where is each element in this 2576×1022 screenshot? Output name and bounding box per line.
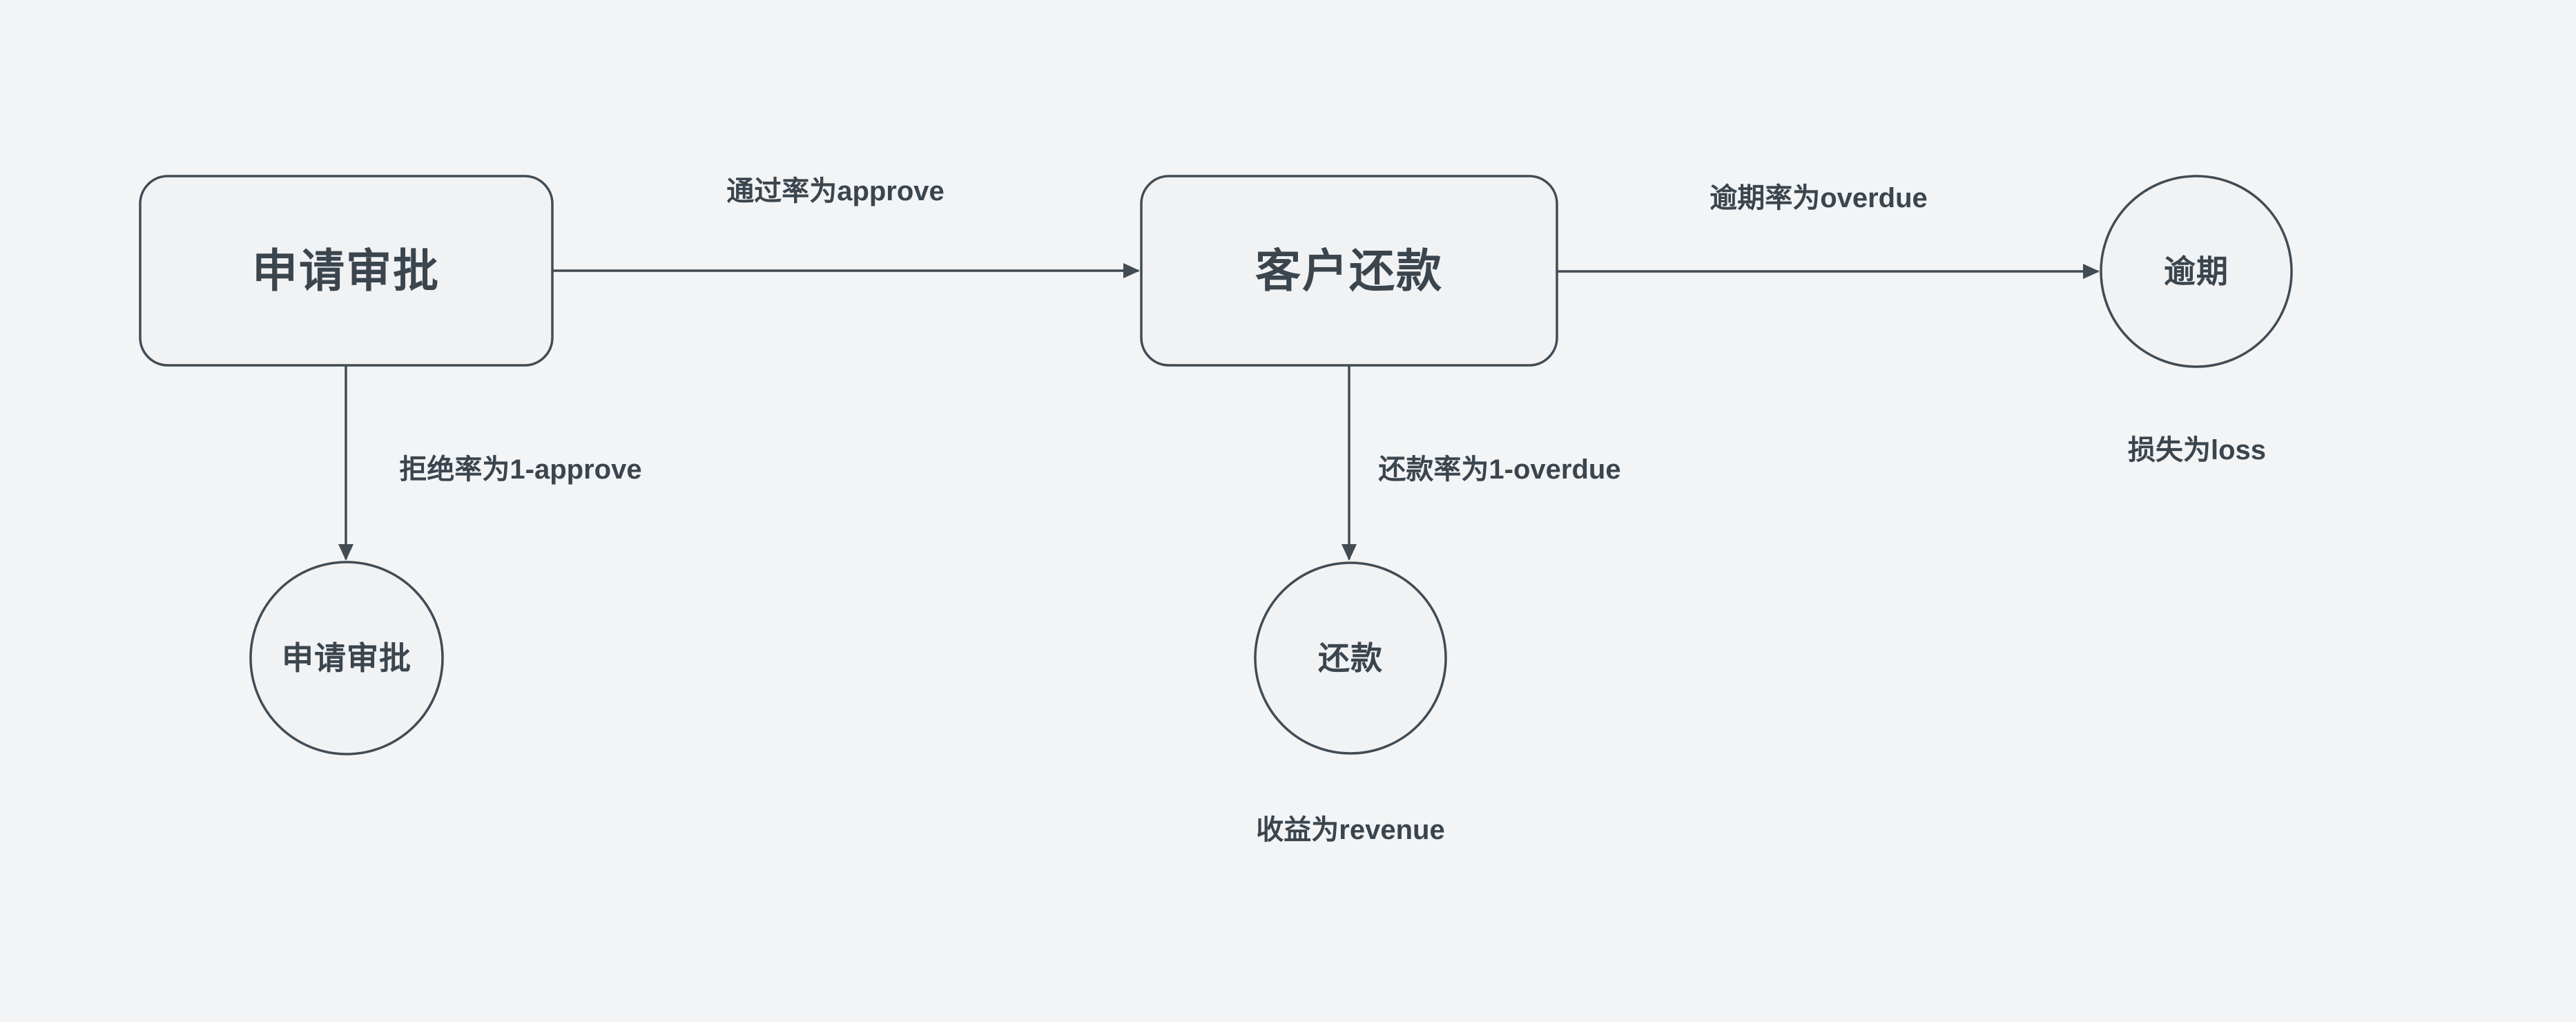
loss-annotation[interactable]: 损失为loss: [2127, 435, 2267, 465]
rejected-circle-shape[interactable]: [249, 561, 444, 755]
revenue-annotation[interactable]: 收益为revenue: [1256, 815, 1445, 845]
repaid-circle-label: 还款: [1318, 640, 1383, 676]
approval-box-label: 申请审批: [252, 245, 440, 296]
repaid-circle-shape[interactable]: [1254, 561, 1447, 755]
approval-box-shape[interactable]: [139, 175, 554, 367]
repayment-box-label: 客户还款: [1255, 245, 1443, 296]
overdue-circle-label: 逾期: [2164, 253, 2229, 289]
repayment-box-shape[interactable]: [1140, 175, 1558, 367]
edge-overdue-label[interactable]: 逾期率为overdue: [1710, 183, 1928, 213]
edge-reject-label[interactable]: 拒绝率为1-approve: [399, 454, 642, 485]
edge-approve-label[interactable]: 通过率为approve: [726, 176, 945, 206]
rejected-circle-label: 申请审批: [282, 640, 411, 676]
overdue-circle-shape[interactable]: [2100, 175, 2293, 368]
edge-repay-label[interactable]: 还款率为1-overdue: [1378, 454, 1621, 485]
